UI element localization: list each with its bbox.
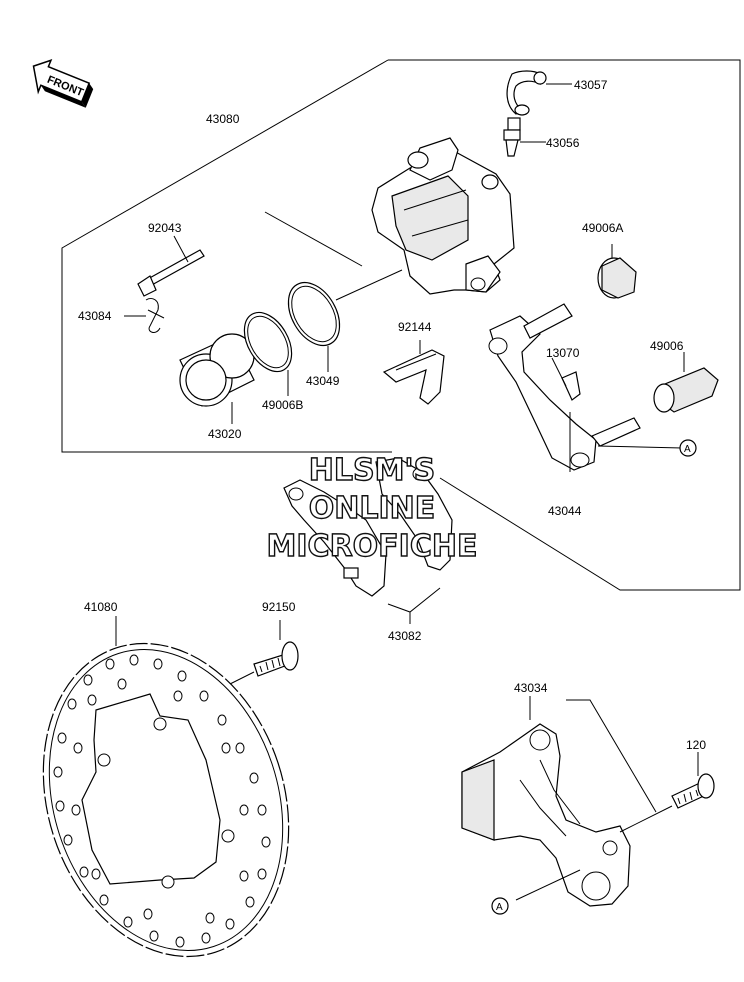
part-label-49006: 49006 (650, 339, 684, 353)
part-label-92150: 92150 (262, 600, 296, 614)
caliper-slide-pin (137, 249, 205, 297)
front-arrow-icon: FRONT (32, 59, 94, 108)
part-label-43056: 43056 (546, 136, 580, 150)
pad-spring (382, 349, 445, 405)
part-label-43034: 43034 (514, 681, 548, 695)
part-label-43082: 43082 (388, 629, 422, 643)
part-label-43049: 43049 (306, 374, 340, 388)
brake-disc (42, 642, 290, 958)
caliper-body (371, 137, 515, 295)
watermark-line3: MICROFICHE (267, 529, 478, 564)
part-label-43044: 43044 (548, 504, 582, 518)
disc-vent-holes (53, 654, 271, 948)
caliper-pin-outline (264, 211, 363, 267)
caliper-bracket (488, 303, 641, 471)
part-label-120: 120 (686, 738, 706, 752)
watermark-line1: HLSM'S (309, 453, 435, 488)
bracket-bolt (671, 773, 715, 809)
mounting-bracket (461, 723, 631, 907)
boot-lower (653, 367, 719, 413)
ref-a-label-1: A (684, 444, 691, 455)
ref-a-callout-2 (491, 897, 509, 915)
pin-retaining-clip (145, 297, 165, 333)
bleeder-valve (503, 117, 521, 157)
piston-seal (243, 311, 293, 373)
axis-line-piston (335, 269, 403, 301)
watermark-line2: ONLINE (309, 491, 436, 526)
boot-upper (597, 257, 637, 299)
part-label-43057: 43057 (574, 78, 608, 92)
ref-a-label-2: A (496, 902, 503, 913)
part-label-49006A: 49006A (582, 221, 623, 235)
leader-ref-a-2 (515, 869, 581, 901)
disc-bolt (253, 641, 299, 677)
part-label-43084: 43084 (78, 309, 112, 323)
banjo-hose-fitting (506, 70, 547, 116)
axis-line-bolt-120 (619, 805, 673, 833)
part-label-92043: 92043 (148, 221, 182, 235)
leader-43082 (387, 587, 441, 613)
leader-ref-a-1 (597, 445, 683, 449)
leader-13070 (551, 357, 567, 387)
caliper-assembly-outline (61, 59, 392, 453)
caliper-assembly-outline-right (388, 59, 741, 591)
ref-a-callout-1 (679, 439, 697, 457)
part-label-43080: 43080 (206, 112, 240, 126)
part-label-49006B: 49006B (262, 398, 303, 412)
part-label-41080: 41080 (84, 600, 118, 614)
watermark: HLSM'S ONLINE MICROFICHE (266, 452, 478, 564)
part-label-92144: 92144 (398, 320, 432, 334)
caliper-piston (179, 333, 255, 407)
part-label-13070: 13070 (546, 346, 580, 360)
part-label-43020: 43020 (208, 427, 242, 441)
brake-pads (283, 457, 453, 597)
leader-92043 (173, 235, 189, 263)
leader-43034-right (566, 699, 657, 813)
